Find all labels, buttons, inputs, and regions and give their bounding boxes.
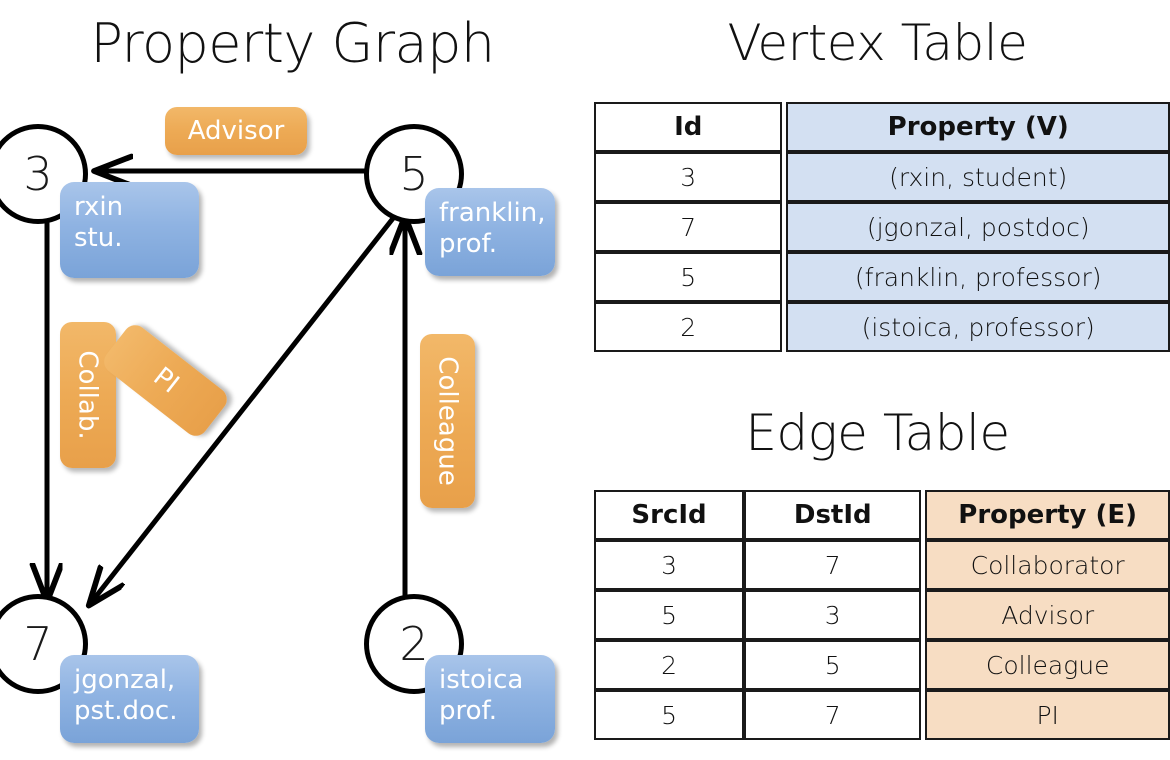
table-row[interactable]: 7 (jgonzal, postdoc) (594, 202, 1170, 252)
edge-cell-srcid: 3 (594, 540, 745, 590)
node-property-line-1: jgonzal, (74, 665, 176, 695)
vertex-cell-id: 3 (594, 152, 783, 202)
node-property-line-2: prof. (439, 696, 498, 726)
node-property-box-jgonzal[interactable]: jgonzal, pst.doc. (60, 655, 199, 743)
edge-cell-property: Collaborator (925, 540, 1170, 590)
table-row[interactable]: 5 3 Advisor (594, 590, 1170, 640)
edge-label-pi-text: PI (147, 361, 184, 400)
edge-cell-srcid: 2 (594, 640, 745, 690)
edge-cell-dstid: 3 (744, 590, 922, 640)
node-property-line-1: rxin (74, 192, 124, 222)
edge-label-advisor[interactable]: Advisor (165, 107, 307, 155)
node-property-box-franklin[interactable]: franklin, prof. (425, 188, 555, 276)
page-title-edge-table: Edge Table (745, 404, 1010, 462)
edge-label-collab[interactable]: Collab. (60, 322, 116, 468)
node-property-box-rxin[interactable]: rxin stu. (60, 182, 199, 278)
edge-cell-property: PI (925, 690, 1170, 740)
table-row[interactable]: 2 (istoica, professor) (594, 302, 1170, 352)
edge-table: SrcId DstId Property (E) 3 7 Collaborato… (594, 490, 1170, 740)
node-property-line-2: stu. (74, 223, 123, 253)
vertex-cell-id: 5 (594, 252, 783, 302)
vertex-cell-property: (rxin, student) (786, 152, 1170, 202)
edge-label-colleague-text: Colleague (432, 356, 463, 486)
table-row[interactable]: 3 7 Collaborator (594, 540, 1170, 590)
table-row[interactable]: 3 (rxin, student) (594, 152, 1170, 202)
vertex-table: Id Property (V) 3 (rxin, student) 7 (jgo… (594, 102, 1170, 352)
graph-edge-arrows (0, 0, 585, 760)
page-title-property-graph: Property Graph (90, 12, 495, 75)
vertex-table-header-id: Id (594, 102, 783, 152)
edge-arrow-5-to-7 (90, 210, 400, 604)
vertex-cell-property: (jgonzal, postdoc) (786, 202, 1170, 252)
edge-cell-dstid: 7 (744, 690, 922, 740)
table-row[interactable]: 2 5 Colleague (594, 640, 1170, 690)
property-graph-diagram: 3 5 7 2 rxin stu. franklin, prof. jgonza… (0, 0, 585, 760)
node-property-line-2: pst.doc. (74, 696, 178, 726)
table-row[interactable]: 5 (franklin, professor) (594, 252, 1170, 302)
edge-label-advisor-text: Advisor (187, 116, 285, 146)
edge-table-header-row: SrcId DstId Property (E) (594, 490, 1170, 540)
edge-table-header-srcid: SrcId (594, 490, 745, 540)
vertex-cell-id: 7 (594, 202, 783, 252)
edge-cell-dstid: 5 (744, 640, 922, 690)
vertex-table-header-row: Id Property (V) (594, 102, 1170, 152)
edge-cell-property: Advisor (925, 590, 1170, 640)
edge-table-header-dstid: DstId (744, 490, 922, 540)
edge-table-header-property: Property (E) (925, 490, 1170, 540)
edge-cell-dstid: 7 (744, 540, 922, 590)
node-property-line-2: prof. (439, 229, 498, 259)
node-property-box-istoica[interactable]: istoica prof. (425, 655, 555, 743)
edge-label-collab-text: Collab. (73, 350, 103, 440)
node-property-line-1: istoica (439, 665, 524, 695)
vertex-table-header-property: Property (V) (786, 102, 1170, 152)
vertex-cell-id: 2 (594, 302, 783, 352)
vertex-cell-property: (franklin, professor) (786, 252, 1170, 302)
edge-label-colleague[interactable]: Colleague (420, 334, 475, 508)
edge-cell-srcid: 5 (594, 690, 745, 740)
node-property-line-1: franklin, (439, 198, 546, 228)
table-row[interactable]: 5 7 PI (594, 690, 1170, 740)
page-title-vertex-table: Vertex Table (727, 14, 1028, 72)
edge-cell-property: Colleague (925, 640, 1170, 690)
vertex-cell-property: (istoica, professor) (786, 302, 1170, 352)
edge-cell-srcid: 5 (594, 590, 745, 640)
